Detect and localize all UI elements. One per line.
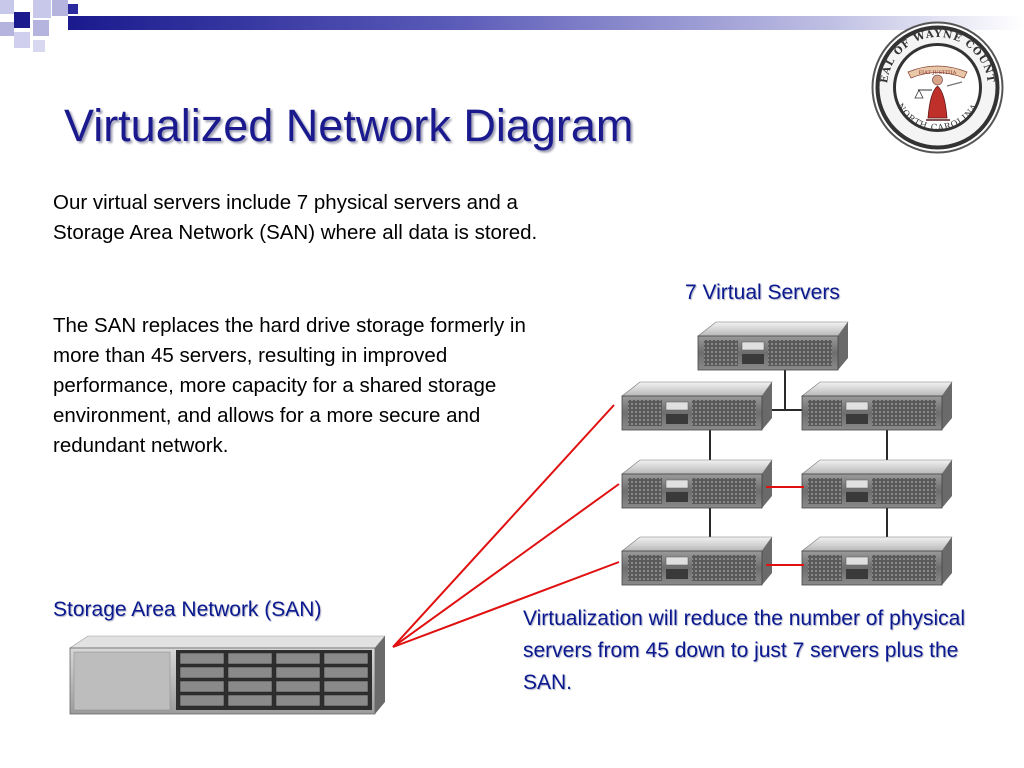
- server-connector-lines: [709, 370, 888, 540]
- server-right-3: [801, 536, 953, 586]
- virtual-servers-label: 7 Virtual Servers: [685, 281, 840, 304]
- county-seal-logo: SEAL OF WAYNE COUNTY NORTH CAROLINA FIAT…: [870, 20, 1004, 154]
- server-right-2: [801, 459, 953, 509]
- san-connector-lines: [392, 404, 804, 648]
- svg-text:FIAT JUSTITIA: FIAT JUSTITIA: [919, 70, 957, 76]
- san-storage-array: [69, 635, 386, 715]
- server-left-2: [621, 459, 773, 509]
- slide-title: Virtualized Network Diagram: [64, 100, 634, 151]
- san-label: Storage Area Network (SAN): [53, 598, 322, 621]
- server-left-1: [621, 381, 773, 431]
- server-top: [697, 321, 849, 371]
- intro-paragraph: Our virtual servers include 7 physical s…: [53, 191, 538, 244]
- server-left-3: [621, 536, 773, 586]
- server-right-1: [801, 381, 953, 431]
- virtualization-note: Virtualization will reduce the number of…: [523, 607, 966, 694]
- san-benefits-paragraph: The SAN replaces the hard drive storage …: [53, 314, 526, 457]
